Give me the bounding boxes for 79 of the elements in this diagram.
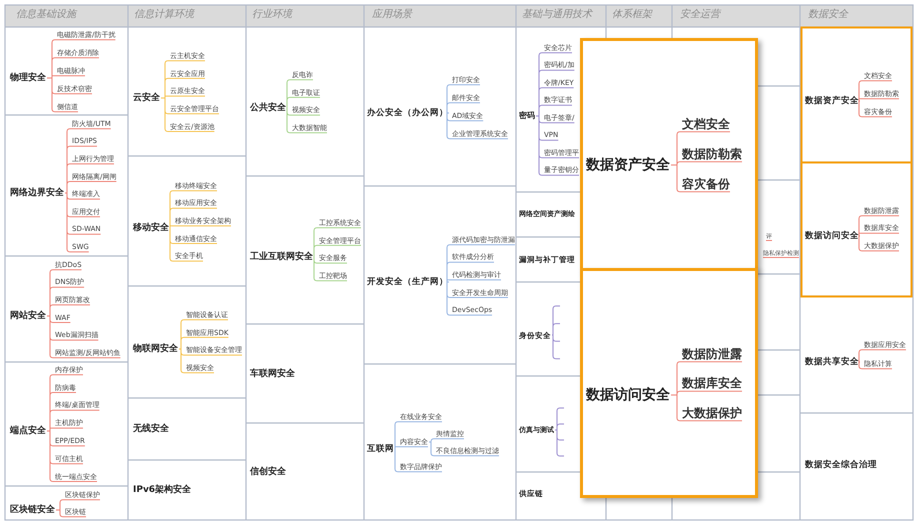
topic-text: 移动安全: [133, 222, 169, 234]
topic-text: 数据安全综合治理: [805, 460, 877, 470]
branch-line: [446, 281, 493, 316]
branch-line: [170, 228, 204, 262]
column-header: 安全运营: [680, 9, 720, 21]
branch-line: [428, 438, 464, 442]
column-header: 行业环境: [252, 9, 292, 21]
branch-line: [170, 208, 218, 228]
branch-line: [46, 428, 84, 432]
topic-text: 数据资产安全: [805, 96, 859, 106]
subtopic-text: 文档安全: [682, 116, 730, 132]
topic-text: 数据访问安全: [805, 230, 859, 242]
topic-text: 工业互联网安全: [250, 252, 313, 262]
subtopic-text: 大数据保护: [682, 406, 742, 420]
subtopic-text: 数据防泄露: [682, 346, 742, 362]
topic-text: 信创安全: [250, 466, 286, 478]
branch-line: [536, 104, 572, 116]
branch-line: [394, 446, 428, 450]
branch-line: [446, 279, 502, 282]
subtopic-text: 容灾备份: [682, 176, 730, 192]
branch-line: [858, 100, 892, 118]
branch-line: [858, 235, 900, 252]
topic-text: 区块链安全: [10, 504, 55, 516]
branch-line: [286, 96, 320, 108]
branch-line: [670, 164, 730, 192]
topic-text: 办公安全（办公网）: [367, 108, 448, 118]
topic-text: 数据资产安全: [586, 156, 670, 174]
branch-line: [46, 304, 90, 316]
topic-text: 物理安全: [10, 72, 46, 84]
topic-text: 数据访问安全: [586, 386, 670, 404]
branch-line: [858, 349, 906, 362]
branch-line: [178, 336, 229, 350]
column-header: 应用场景: [372, 9, 412, 21]
highlight-panel: [580, 268, 758, 498]
branch-line: [858, 361, 892, 370]
branch-line: [446, 112, 508, 140]
topic-text: 无线安全: [133, 424, 169, 434]
column-header: 信息计算环境: [134, 9, 194, 21]
highlight-panel: [580, 38, 758, 271]
branch-line: [46, 78, 78, 112]
column-header: 体系框架: [612, 9, 652, 21]
branch-line: [536, 115, 580, 176]
column-header: 信息基础设施: [16, 9, 76, 21]
column-header: 基础与通用技术: [522, 9, 592, 21]
branch-line: [670, 394, 742, 422]
column-header: 数据安全: [808, 9, 848, 21]
topic-text: 公共安全: [250, 102, 286, 114]
topic-text: IPv6架构安全: [133, 484, 192, 496]
topic-text: 互联网: [367, 444, 394, 454]
topic-text: 密码: [519, 111, 535, 121]
branch-line: [446, 102, 480, 114]
branch-line: [46, 316, 121, 358]
branch-line: [446, 262, 494, 282]
branch-line: [178, 348, 214, 374]
branch-line: [552, 323, 560, 336]
branch-line: [554, 424, 564, 430]
topic-text: 网站安全: [10, 310, 46, 322]
branch-line: [46, 430, 98, 482]
topic-text: 云安全: [133, 92, 160, 104]
topic-text: 物联网安全: [133, 344, 178, 354]
branch-line: [170, 225, 232, 228]
branch-line: [314, 256, 348, 282]
topic-text: 车联网安全: [250, 368, 295, 380]
branch-line: [858, 98, 900, 102]
branch-line: [394, 448, 442, 472]
branch-line: [858, 232, 900, 236]
branch-line: [64, 180, 117, 194]
topic-text: 数据共享安全: [805, 356, 859, 368]
branch-line: [428, 442, 500, 456]
branch-line: [552, 334, 560, 360]
subtopic-text: 数据防勒索: [682, 146, 742, 162]
branch-line: [314, 244, 362, 258]
subtopic-text: 数据库安全: [682, 376, 742, 391]
topic-text: 端点安全: [10, 426, 46, 436]
branch-line: [286, 108, 328, 134]
topic-text: 开发安全（生产网）: [367, 276, 448, 288]
branch-line: [554, 430, 564, 456]
topic-text: 网络边界安全: [10, 188, 64, 198]
branch-line: [64, 192, 90, 252]
